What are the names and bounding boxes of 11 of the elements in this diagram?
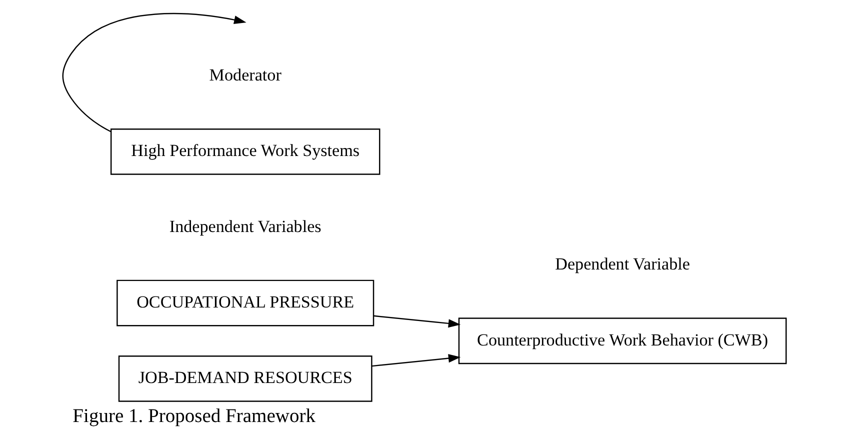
- arrow: [371, 354, 460, 367]
- node-box: JOB-DEMAND RESOURCES: [118, 356, 372, 402]
- node-box: High Performance Work Systems: [110, 128, 380, 175]
- node-box: OCCUPATIONAL PRESSURE: [116, 280, 374, 326]
- arrow: [62, 12, 246, 132]
- node-box: Counterproductive Work Behavior (CWB): [458, 318, 786, 364]
- label: Dependent Variable: [554, 254, 690, 274]
- label: Moderator: [208, 65, 281, 84]
- arrow: [373, 315, 460, 328]
- label: Independent Variables: [168, 216, 321, 236]
- caption: Figure 1. Proposed Framework: [72, 406, 316, 427]
